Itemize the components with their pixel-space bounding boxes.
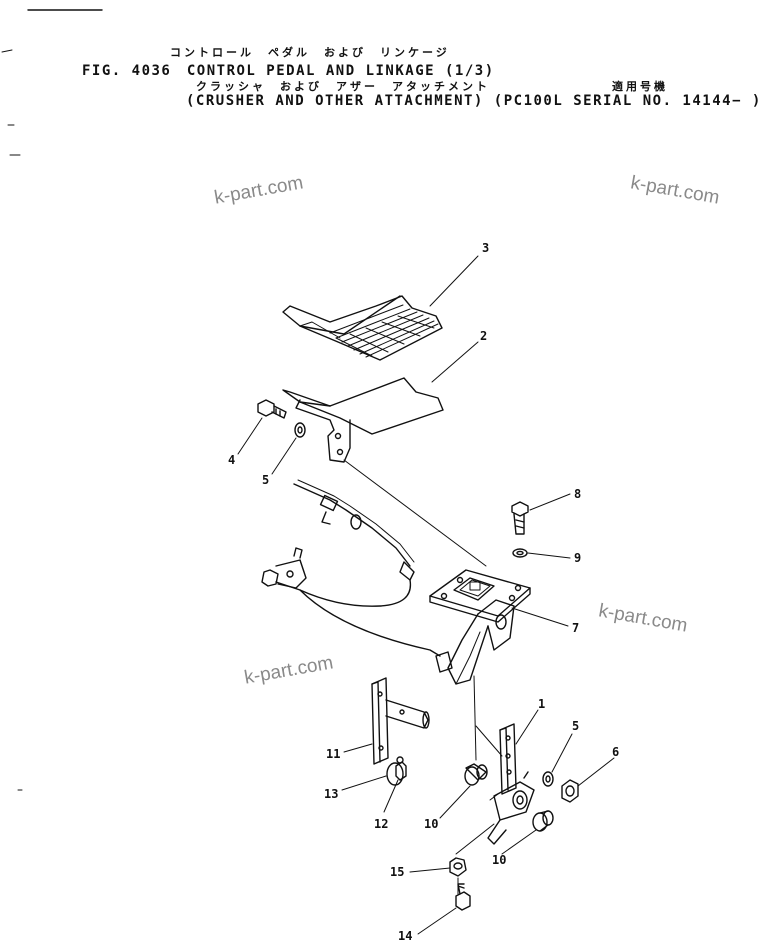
callout-14: 14 bbox=[398, 929, 412, 940]
callout-11: 11 bbox=[326, 747, 340, 761]
nut-part-6 bbox=[561, 779, 579, 803]
pedal-cover-part-3 bbox=[282, 295, 443, 361]
scan-specks bbox=[1, 49, 23, 791]
bushing-part-10 bbox=[532, 810, 554, 832]
callout-13: 13 bbox=[324, 787, 338, 801]
washer-part-5 bbox=[294, 422, 306, 438]
callout-7: 7 bbox=[572, 621, 579, 635]
callout-5: 5 bbox=[262, 473, 269, 487]
pedal-part-2 bbox=[282, 377, 444, 463]
callout-15: 15 bbox=[390, 865, 404, 879]
figure-subtitle: (CRUSHER AND OTHER ATTACHMENT) (PC100L S… bbox=[186, 93, 762, 109]
bushing-part-10 bbox=[464, 763, 488, 786]
bolt-part-8 bbox=[511, 501, 529, 535]
washer-part-13 bbox=[386, 762, 404, 786]
applicable-model-japanese: 適用号機 bbox=[612, 80, 668, 93]
shaft-part-11 bbox=[371, 677, 430, 765]
assembly-line bbox=[343, 459, 487, 567]
leader-lines bbox=[237, 255, 615, 935]
figure-title: FIG. 4036 CONTROL PEDAL AND LINKAGE (1/3… bbox=[82, 63, 495, 79]
cable-switch-assembly bbox=[261, 479, 453, 673]
lever-part-1 bbox=[455, 723, 535, 855]
bracket-part-7 bbox=[429, 569, 531, 685]
callout-12: 12 bbox=[374, 817, 388, 831]
bolt-part-14 bbox=[455, 883, 471, 911]
washer-part-9 bbox=[512, 548, 528, 558]
grease-fitting-part-12 bbox=[395, 756, 407, 781]
callout-9: 9 bbox=[574, 551, 581, 565]
nut-part-15 bbox=[449, 857, 467, 877]
title-japanese: コントロール ペダル および リンケージ bbox=[170, 46, 450, 59]
callout-8: 8 bbox=[574, 487, 581, 501]
callout-5: 5 bbox=[572, 719, 579, 733]
assembly-line bbox=[473, 675, 477, 761]
subtitle-japanese: クラッシャ および アザー アタッチメント bbox=[196, 80, 490, 93]
callout-10: 10 bbox=[492, 853, 506, 867]
callout-4: 4 bbox=[228, 453, 235, 467]
washer-part-5 bbox=[542, 771, 554, 787]
callout-2: 2 bbox=[480, 329, 487, 343]
bolt-part-4 bbox=[257, 399, 287, 419]
callout-10: 10 bbox=[424, 817, 438, 831]
callout-1: 1 bbox=[538, 697, 545, 711]
callout-3: 3 bbox=[482, 241, 489, 255]
callout-6: 6 bbox=[612, 745, 619, 759]
